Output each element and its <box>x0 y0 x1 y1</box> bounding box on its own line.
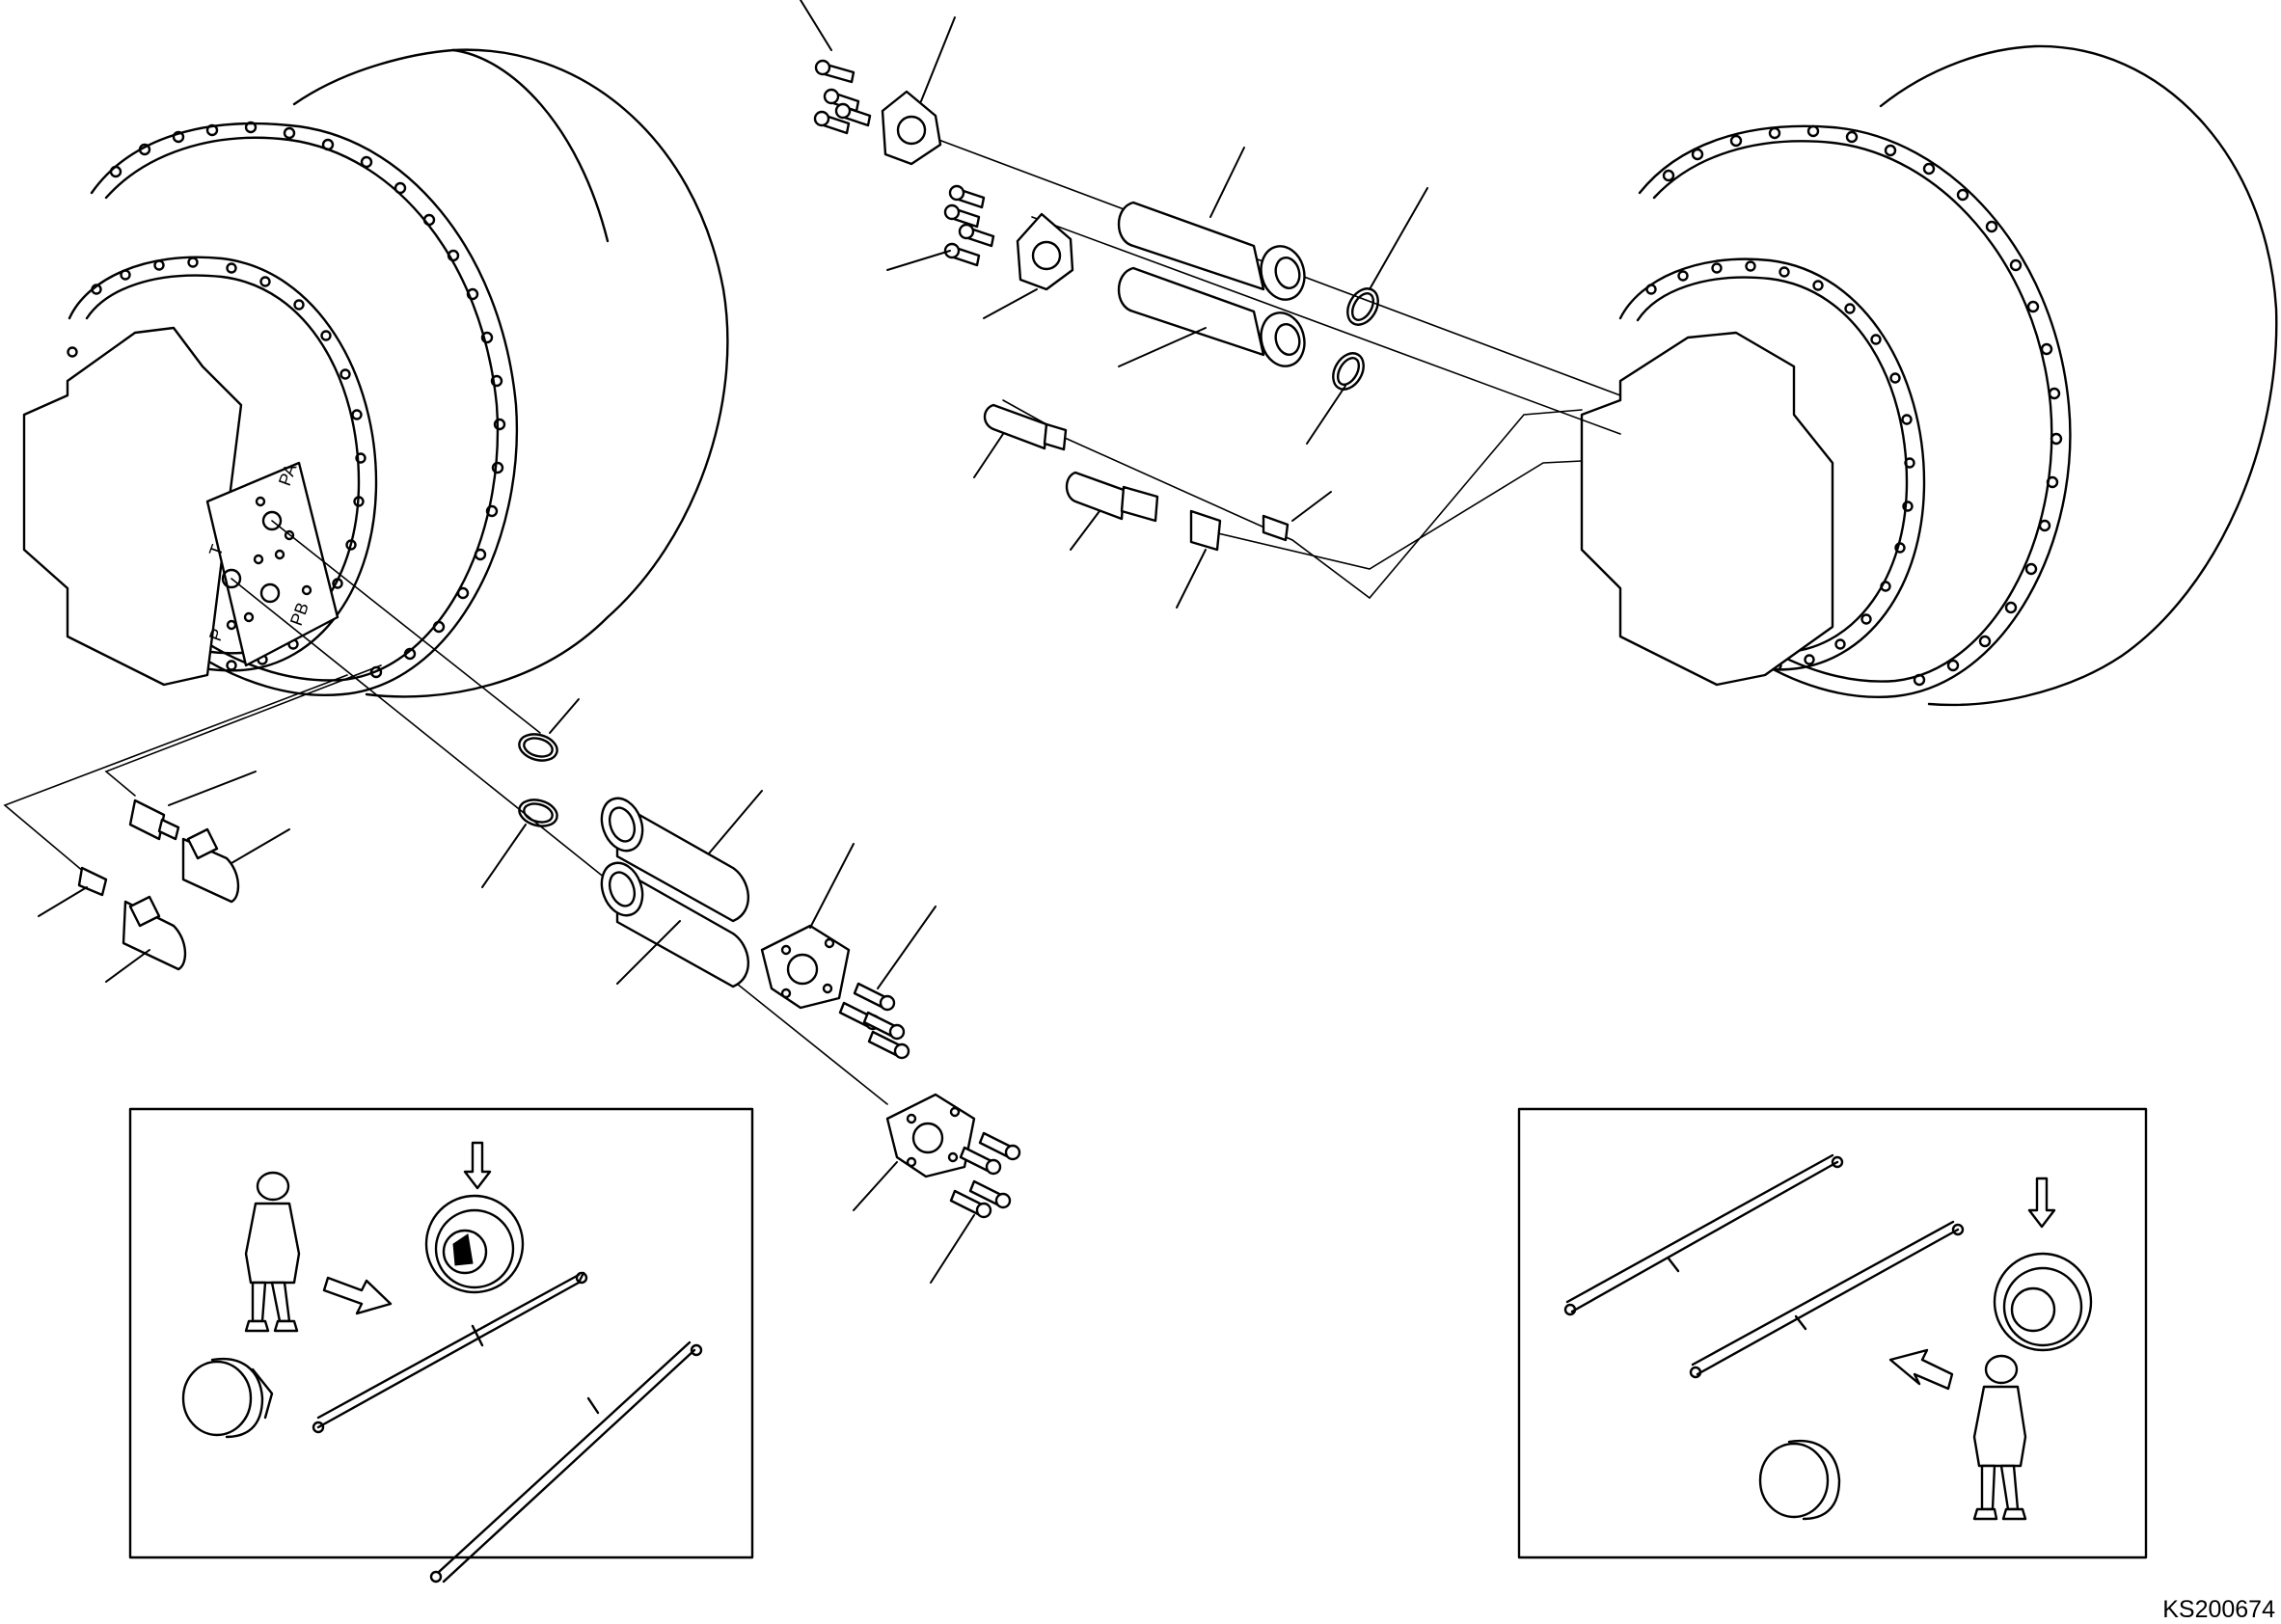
left-travel-motor: T P PA PB <box>22 48 729 698</box>
part-leader-lines <box>38 0 1428 1284</box>
right-inset-box <box>1517 1107 2148 1559</box>
left-fittings <box>77 798 240 971</box>
drawing-reference-code: KS200674 <box>2162 1596 2275 1623</box>
right-split-flange-1 <box>881 90 942 166</box>
left-oring-upper <box>518 733 558 762</box>
left-tube-lower <box>600 861 749 988</box>
left-split-flange-2 <box>885 1093 976 1178</box>
down-arrow-icon <box>463 1141 492 1190</box>
travel-motor-icon <box>1993 1252 2093 1352</box>
travel-motor-icon <box>424 1194 525 1294</box>
hydraulic-cylinder-icon <box>1563 1153 1965 1379</box>
left-bolts-set-2 <box>949 1131 1021 1219</box>
inner-ring-holes <box>67 257 367 671</box>
right-tube-upper <box>1117 201 1306 301</box>
assembly-guide-lines <box>3 134 1621 1105</box>
right-flange-bolt-holes <box>1662 124 2063 687</box>
right-bolts-set-2 <box>943 184 995 267</box>
left-bolts-set-1 <box>838 982 910 1060</box>
hydraulic-cylinder-icon <box>312 1271 703 1583</box>
left-split-flange-1 <box>760 924 851 1010</box>
travel-motor-small-icon <box>181 1357 274 1439</box>
left-inset-box <box>128 1107 754 1583</box>
travel-motor-small-icon <box>1758 1439 1841 1521</box>
left-oring-lower <box>518 798 558 827</box>
operator-figure-icon <box>244 1171 301 1333</box>
right-bolts-set-1 <box>813 59 872 135</box>
right-travel-motor <box>1580 44 2278 707</box>
flange-bolt-holes <box>109 121 506 679</box>
valve-ports <box>221 496 312 631</box>
direction-arrow-icon <box>1888 1348 1954 1391</box>
right-tube-lower <box>1117 266 1306 367</box>
operator-figure-icon <box>1972 1354 2027 1521</box>
right-fittings <box>983 403 1290 552</box>
left-tube-upper <box>600 797 749 923</box>
right-oring-lower <box>1332 352 1365 391</box>
right-split-flange-2 <box>1016 212 1074 291</box>
direction-arrow-icon <box>322 1276 393 1315</box>
down-arrow-icon <box>2027 1177 2056 1229</box>
right-oring-upper <box>1346 287 1379 326</box>
